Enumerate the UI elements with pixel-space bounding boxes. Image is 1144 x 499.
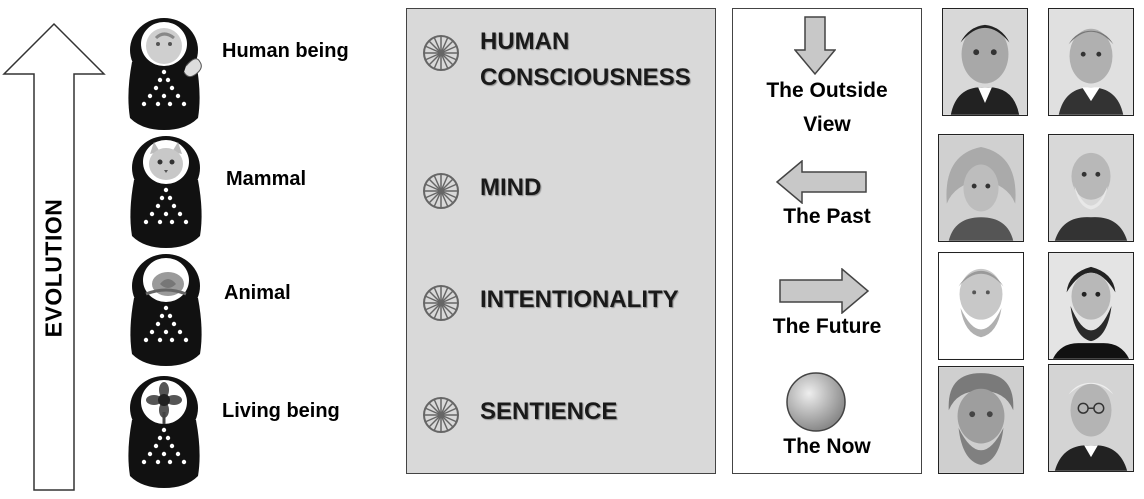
arrow-left-icon [776,160,867,204]
evolution-arrow-icon [2,22,106,491]
matryoshka-snail-icon [130,254,202,366]
arrow-down-icon [794,16,836,76]
evolution-label: EVOLUTION [40,198,67,338]
matryoshka-cat-icon [130,136,202,248]
level-title: INTENTIONALITY [480,286,679,313]
portrait-3 [938,134,1024,242]
wheel-icon [423,35,459,71]
doll-label-human: Human being [222,40,349,62]
wheel-icon [423,285,459,321]
portrait-5 [938,252,1024,360]
time-view-now: The Now [783,435,871,458]
portrait-7 [938,366,1024,474]
level-intentionality: INTENTIONALITY [420,282,679,324]
portrait-6 [1048,252,1134,360]
time-view-label-line2: View [803,113,851,136]
matryoshka-human-icon [128,18,202,130]
time-view-label: The Outside [766,79,888,102]
portrait-2 [1048,8,1134,116]
portrait-4 [1048,134,1134,242]
sphere-icon [786,372,846,432]
portrait-8 [1048,364,1134,472]
portrait-1 [942,8,1028,116]
time-view-outside: The Outside View [732,74,922,142]
wheel-icon [423,397,459,433]
arrow-right-icon [779,268,870,314]
matryoshka-flower-icon [128,376,200,488]
level-title-line2: CONSCIOUSNESS [480,64,691,91]
time-view-past: The Past [783,205,871,228]
level-title: SENTIENCE [480,398,618,425]
time-view-future: The Future [772,315,882,338]
level-human-consciousness: HUMAN CONSCIOUSNESS [420,28,691,96]
doll-label-living: Living being [222,400,340,422]
doll-label-animal: Animal [224,282,291,304]
doll-label-mammal: Mammal [226,168,307,190]
level-title: MIND [480,174,542,201]
level-mind: MIND [420,170,541,212]
level-title-line1: HUMAN [480,28,570,55]
levels-panel [406,8,716,474]
level-sentience: SENTIENCE [420,394,617,436]
wheel-icon [423,173,459,209]
